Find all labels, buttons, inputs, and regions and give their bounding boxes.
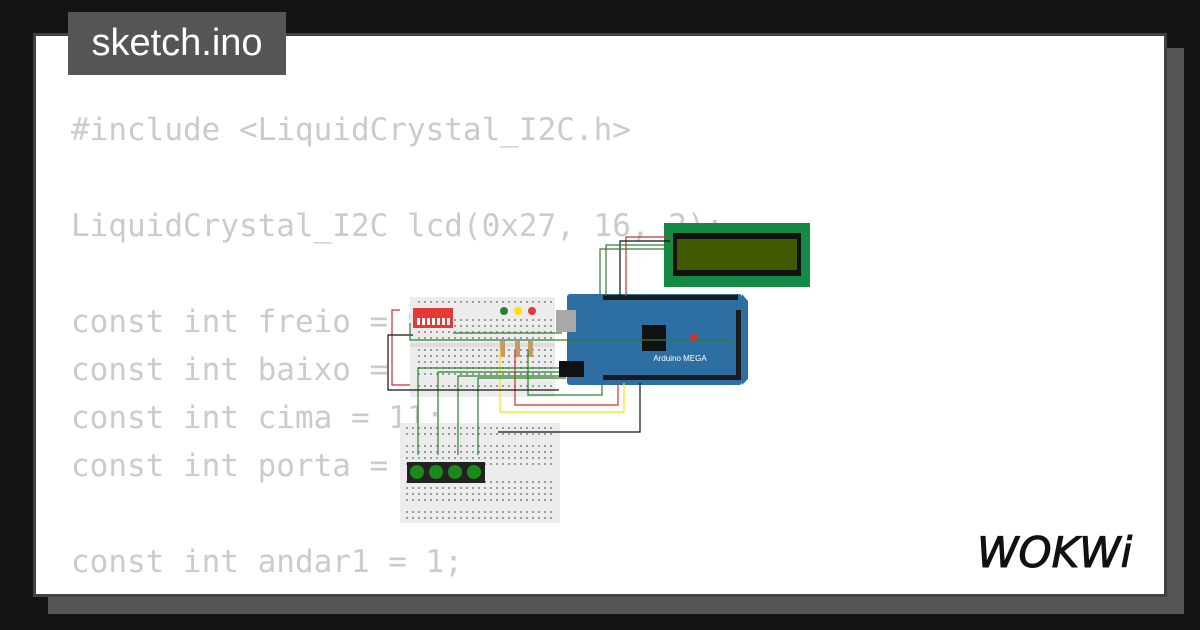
- wokwi-logo: WOKWi: [977, 528, 1134, 578]
- code-line: const int andar1 = 1;: [71, 544, 463, 580]
- logo-text: WOKWi: [977, 528, 1133, 577]
- code-line: const int cima = 11;: [71, 400, 445, 436]
- circuit-diagram: Arduino MEGA: [387, 223, 810, 523]
- code-line: #include <LiquidCrystal_I2C.h>: [71, 112, 631, 148]
- filename-tab: sketch.ino: [68, 12, 286, 75]
- wires: [387, 236, 731, 455]
- lcd-display: [664, 223, 810, 287]
- led-group: [500, 307, 536, 315]
- code-line: [71, 154, 724, 202]
- push-buttons: [407, 462, 485, 483]
- filename-label: sketch.ino: [91, 22, 263, 64]
- resistors: [500, 341, 533, 357]
- code-line: const int andar2 = 2;: [71, 586, 724, 594]
- arduino-label: Arduino MEGA: [653, 354, 707, 363]
- dip-switch: [413, 308, 453, 328]
